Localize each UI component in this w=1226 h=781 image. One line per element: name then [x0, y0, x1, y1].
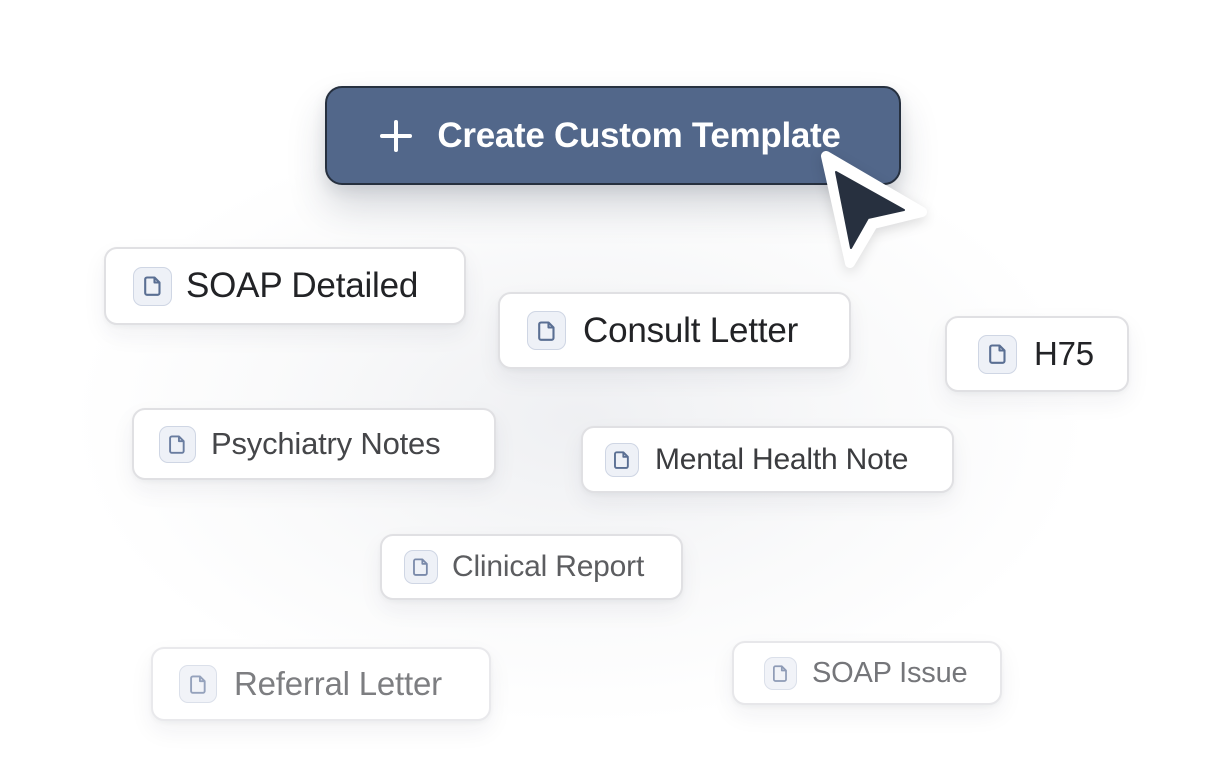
template-name: H75: [1034, 335, 1094, 372]
template-card-consult-letter[interactable]: Consult Letter: [498, 292, 851, 369]
document-icon: [133, 266, 172, 306]
template-card-clinical-report[interactable]: Clinical Report: [380, 534, 683, 600]
document-icon: [527, 311, 566, 350]
template-name: SOAP Issue: [812, 656, 968, 689]
template-card-soap-issue[interactable]: SOAP Issue: [732, 641, 1002, 705]
template-card-soap-detailed[interactable]: SOAP Detailed: [104, 247, 466, 325]
create-custom-template-label: Create Custom Template: [437, 115, 841, 155]
document-icon: [978, 334, 1017, 374]
template-name: SOAP Detailed: [186, 266, 419, 305]
template-name: Clinical Report: [452, 550, 645, 583]
mouse-pointer-icon: [821, 151, 927, 268]
create-custom-template-button[interactable]: Create Custom Template: [325, 86, 901, 185]
document-icon: [764, 656, 797, 690]
template-name: Consult Letter: [583, 310, 799, 350]
document-icon: [179, 665, 217, 703]
template-name: Psychiatry Notes: [211, 426, 441, 461]
template-name: Mental Health Note: [655, 442, 909, 476]
template-card-h75[interactable]: H75: [945, 316, 1129, 392]
template-card-psychiatry-notes[interactable]: Psychiatry Notes: [132, 408, 496, 480]
template-card-referral-letter[interactable]: Referral Letter: [151, 647, 491, 721]
template-card-mental-health-note[interactable]: Mental Health Note: [581, 426, 954, 493]
template-name: Referral Letter: [234, 665, 442, 702]
document-icon: [605, 442, 639, 477]
document-icon: [404, 550, 438, 584]
plus-icon: [379, 119, 413, 153]
document-icon: [159, 425, 196, 463]
